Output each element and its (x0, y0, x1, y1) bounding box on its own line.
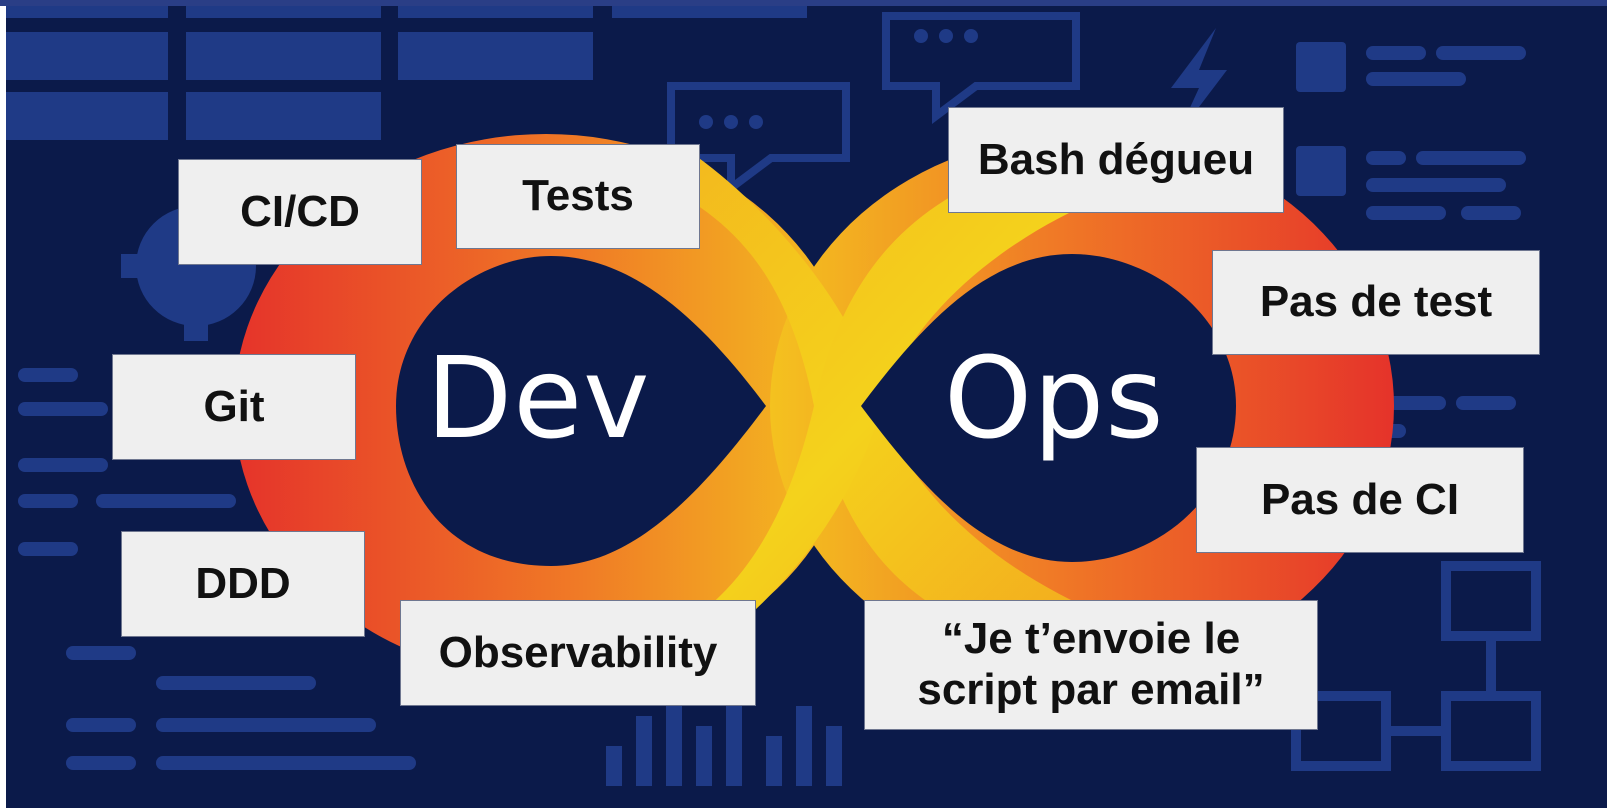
label-cicd: CI/CD (178, 159, 422, 265)
text-lines-icon (18, 368, 416, 770)
dev-title: Dev (426, 334, 651, 464)
label-tests: Tests (456, 144, 700, 249)
ops-title: Ops (944, 334, 1165, 464)
devops-slide: Dev Ops CI/CD Tests Git DDD Observabilit… (6, 6, 1607, 808)
text-lines-icon (1296, 42, 1526, 438)
top-border (0, 0, 1607, 6)
bar-chart-icon (606, 696, 842, 786)
label-observability: Observability (400, 600, 756, 706)
lightning-icon (1171, 28, 1227, 136)
label-ddd: DDD (121, 531, 365, 637)
flowchart-icon (1291, 561, 1541, 771)
label-email-line1: “Je t’envoie le (941, 614, 1241, 664)
label-no-ci: Pas de CI (1196, 447, 1524, 553)
label-email-script: “Je t’envoie le script par email” (864, 600, 1318, 730)
label-no-test: Pas de test (1212, 250, 1540, 355)
server-rack-icon (6, 6, 807, 140)
label-email-line2: script par email” (917, 665, 1265, 714)
label-bash: Bash dégueu (948, 107, 1284, 213)
label-git: Git (112, 354, 356, 460)
